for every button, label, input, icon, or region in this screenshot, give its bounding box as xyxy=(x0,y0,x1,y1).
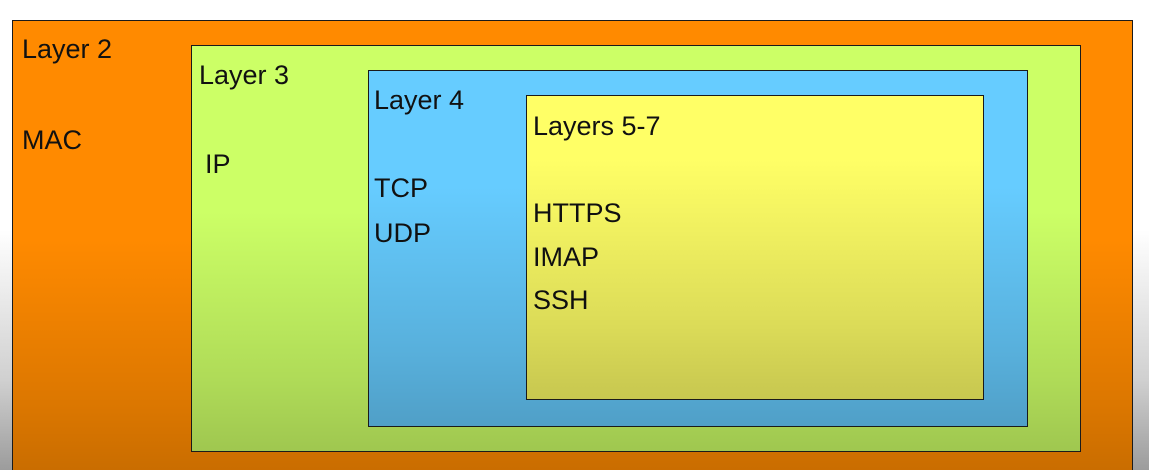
layers-5-7-shading xyxy=(527,159,983,399)
layer-2-box: Layer 2 MAC Layer 3 IP Layer 4 TCP UDP L… xyxy=(12,20,1133,470)
layers-5-7-box: Layers 5-7 HTTPS IMAP SSH xyxy=(526,95,984,400)
layer-4-title: Layer 4 xyxy=(374,85,465,115)
layers-5-7-protocol-imap: IMAP xyxy=(533,242,600,272)
layer-4-protocol-tcp: TCP xyxy=(374,173,428,203)
layers-5-7-title: Layers 5-7 xyxy=(533,111,661,141)
layer-2-title: Layer 2 xyxy=(22,34,113,64)
layer-3-box: Layer 3 IP Layer 4 TCP UDP Layers 5-7 HT… xyxy=(191,45,1081,452)
layer-3-protocol-ip: IP xyxy=(205,149,231,179)
layers-5-7-protocol-ssh: SSH xyxy=(533,285,589,315)
layers-5-7-protocol-https: HTTPS xyxy=(533,198,622,228)
layer-2-protocol-mac: MAC xyxy=(22,125,82,155)
layer-4-box: Layer 4 TCP UDP Layers 5-7 HTTPS IMAP SS… xyxy=(368,70,1028,427)
layer-4-protocol-udp: UDP xyxy=(374,218,432,248)
layer-3-title: Layer 3 xyxy=(199,60,290,90)
